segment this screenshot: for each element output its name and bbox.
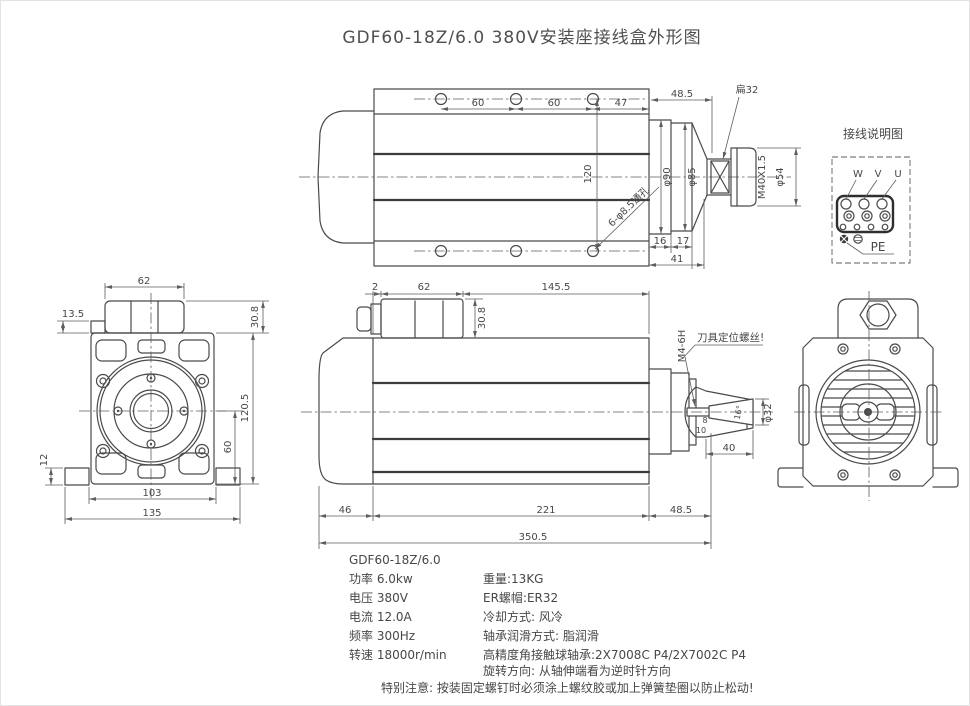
dim-fan-length: 46 <box>339 505 352 516</box>
front-feet <box>64 467 241 486</box>
rear-junction-box <box>837 298 919 339</box>
dim-dia-54: φ54 <box>775 167 786 186</box>
dim-body-height: 120.5 <box>240 394 251 423</box>
rear-fan-grille <box>815 359 921 465</box>
wiring-title: 接线说明图 <box>843 126 903 141</box>
dim-shaft-length: 48.5 <box>670 505 692 516</box>
terminal-v-label: V <box>875 169 882 180</box>
rear-view <box>777 291 959 501</box>
spec-current: 电流 12.0A <box>349 610 413 624</box>
dim-nose-length: 40 <box>723 443 736 454</box>
terminal-w-label: W <box>853 169 863 180</box>
dim-dia-32: φ32 <box>763 403 774 422</box>
rear-left-foot <box>777 467 804 488</box>
spec-er-nut: ER螺帽:ER32 <box>483 590 558 605</box>
side-junction-box <box>356 298 464 339</box>
drawing-title: GDF60-18Z/6.0 380V安装座接线盒外形图 <box>342 28 701 48</box>
dim-hole-row-span: 120 <box>583 164 594 183</box>
front-body <box>90 332 215 485</box>
side-view: 8 10 2 62 145.5 30.8 M4-6H 刀具定位螺丝! 16° <box>301 282 774 549</box>
dim-gap-2: 2 <box>372 282 378 293</box>
side-fan-cover <box>318 337 374 485</box>
side-view-dimensions: 2 62 145.5 30.8 M4-6H 刀具定位螺丝! 16° φ32 40 <box>318 282 774 549</box>
spec-frequency: 频率 300Hz <box>349 628 415 643</box>
dim-17: 17 <box>677 236 690 247</box>
terminal-u-label: U <box>894 169 901 180</box>
pe-label: PE <box>871 240 886 254</box>
dim-16: 16 <box>654 236 667 247</box>
dim-dia-85: φ85 <box>687 167 698 186</box>
side-body <box>371 337 651 485</box>
spec-model: GDF60-18Z/6.0 <box>349 553 441 567</box>
dim-box-height: 30.8 <box>250 306 261 328</box>
spec-block: GDF60-18Z/6.0 功率 6.0kw 电压 380V 电流 12.0A … <box>349 553 754 695</box>
dim-hole-edge: 47 <box>615 98 628 109</box>
label-thread-m40: M40X1.5 <box>757 155 768 199</box>
dim-10: 10 <box>696 426 706 435</box>
dim-body-length: 221 <box>536 505 555 516</box>
label-flat-32: 扁32 <box>736 83 759 96</box>
dim-foot-height: 12 <box>39 454 50 467</box>
spec-voltage: 电压 380V <box>349 591 409 605</box>
dim-box-width: 62 <box>138 276 151 287</box>
dim-foot-pitch: 103 <box>142 488 161 499</box>
rear-right-foot <box>932 467 959 488</box>
spec-power: 功率 6.0kw <box>349 571 413 586</box>
dim-total-length: 350.5 <box>519 532 548 543</box>
spec-warning: 特别注意: 按装固定螺钉时必须涂上螺纹胶或加上弹簧垫圈以防止松动! <box>381 680 754 695</box>
top-view-outline <box>317 88 651 267</box>
dim-8: 8 <box>702 416 707 425</box>
note-tool-screw: 刀具定位螺丝! <box>697 331 764 344</box>
rear-body <box>777 337 959 488</box>
front-view: 62 13.5 30.8 120.5 60 12 103 <box>39 276 269 524</box>
dim-41: 41 <box>671 254 684 265</box>
spec-weight: 重量:13KG <box>483 572 543 586</box>
dim-center-to-base: 60 <box>223 441 234 454</box>
dim-body-rest: 145.5 <box>542 282 571 293</box>
mounting-holes <box>434 92 600 258</box>
top-view: 60 60 47 48.5 扁32 φ90 φ85 M40X1.5 φ54 12… <box>299 83 801 269</box>
label-set-screw: M4-6H <box>677 330 688 362</box>
spec-rotation: 旋转方向: 从轴伸端看为逆时针方向 <box>483 663 671 678</box>
dim-dia-90: φ90 <box>662 167 673 186</box>
spec-bearings: 高精度角接触球轴承:2X7008C P4/2X7002C P4 <box>483 647 746 662</box>
dim-hole-pitch-2: 60 <box>548 98 561 109</box>
terminal-block <box>835 194 895 234</box>
spec-cooling: 冷却方式: 风冷 <box>483 609 563 624</box>
dim-side-box-width: 62 <box>418 282 431 293</box>
earth-symbol-icon <box>853 234 863 244</box>
front-junction-box <box>90 300 185 334</box>
front-view-dimensions: 62 13.5 30.8 120.5 60 12 103 <box>39 276 269 524</box>
wiring-diagram: 接线说明图 W V U PE <box>831 126 911 264</box>
front-corner-screws <box>95 373 210 459</box>
spec-speed: 转速 18000r/min <box>349 647 447 662</box>
spec-lubrication: 轴承润滑方式: 脂润滑 <box>483 628 599 643</box>
dim-base-width: 135 <box>142 508 161 519</box>
rear-cable-gland-hex <box>859 300 897 330</box>
top-view-centerlines <box>299 98 791 252</box>
dim-step-height: 13.5 <box>62 309 84 320</box>
dim-shaft-section: 48.5 <box>671 89 693 100</box>
dim-taper-angle: 16° <box>733 405 745 421</box>
dim-hole-pitch-1: 60 <box>472 98 485 109</box>
terminal-circles <box>839 198 891 231</box>
ground-screw-icon <box>839 234 849 244</box>
dim-side-box-height: 30.8 <box>477 307 488 329</box>
cable-gland <box>356 306 372 332</box>
note-6-holes: 6-φ8.5通孔 <box>606 184 652 229</box>
